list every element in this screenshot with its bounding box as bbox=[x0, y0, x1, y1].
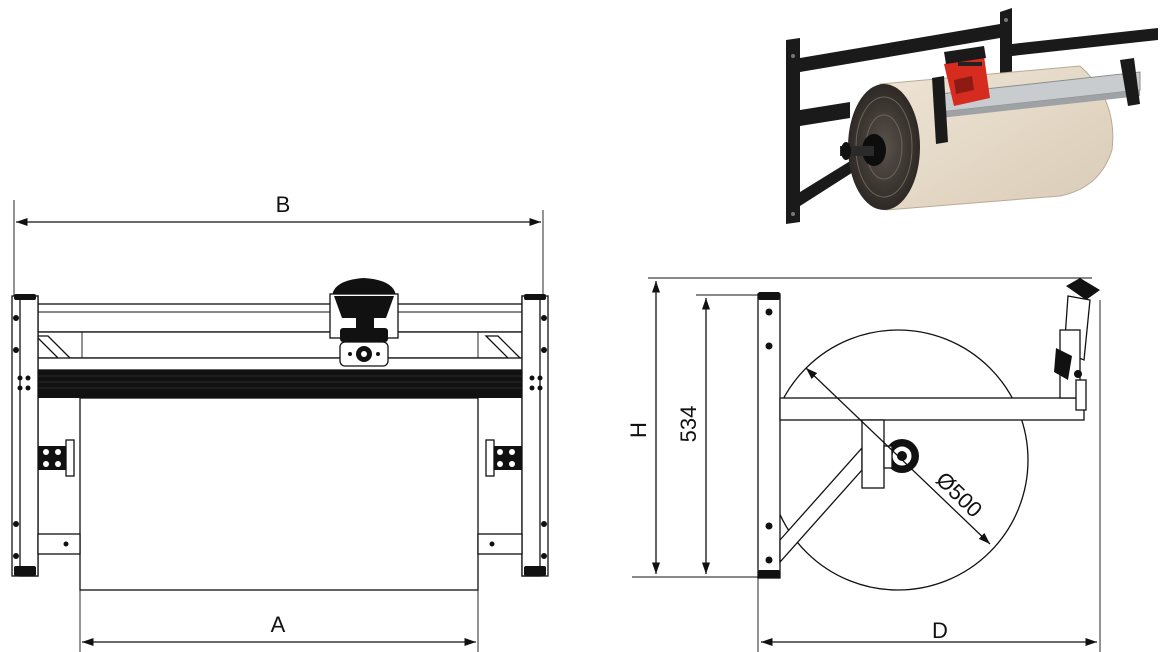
dimension-534: 534 bbox=[676, 294, 760, 574]
cutter-head-side bbox=[1054, 278, 1100, 411]
dimension-h-label: H bbox=[626, 422, 651, 438]
dimension-d-label: D bbox=[932, 618, 948, 643]
dimension-h: H bbox=[626, 277, 1092, 578]
dimension-b: B bbox=[13, 192, 544, 298]
paper-roll-dispenser-photo bbox=[786, 8, 1158, 224]
dimension-534-label: 534 bbox=[676, 406, 701, 443]
right-roll-knob bbox=[485, 439, 522, 477]
photo-red-cutter bbox=[944, 46, 990, 106]
wall-plate bbox=[757, 292, 781, 579]
photo-hub-knob bbox=[840, 134, 886, 166]
top-rail bbox=[29, 303, 531, 333]
paper-roll-front bbox=[79, 397, 479, 591]
left-upright bbox=[11, 294, 81, 577]
serrated-blade bbox=[34, 370, 528, 398]
dimension-d: D bbox=[757, 300, 1101, 652]
side-view: H 534 bbox=[626, 277, 1101, 652]
cutter-carriage bbox=[329, 278, 399, 367]
dimension-a: A bbox=[79, 590, 479, 652]
cross-bar bbox=[33, 331, 529, 359]
right-upright bbox=[477, 294, 549, 577]
front-view: B bbox=[11, 192, 549, 652]
left-roll-knob bbox=[38, 439, 75, 477]
arm-bracket bbox=[861, 419, 885, 489]
support-arm bbox=[779, 397, 1085, 421]
cutter-bar bbox=[33, 357, 529, 371]
dimension-a-label: A bbox=[271, 612, 286, 637]
dimension-b-label: B bbox=[276, 192, 291, 217]
